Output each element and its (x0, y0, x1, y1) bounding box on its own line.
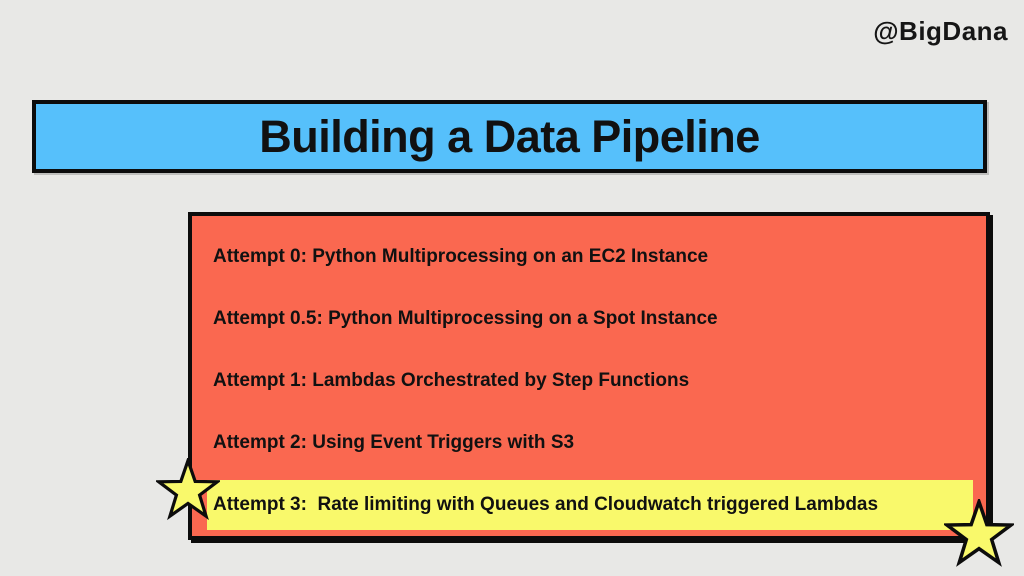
title-banner: Building a Data Pipeline (32, 100, 987, 173)
attempt-item: Attempt 0.5: Python Multiprocessing on a… (192, 288, 986, 350)
slide-title: Building a Data Pipeline (259, 110, 760, 162)
attempt-item-highlighted: Attempt 3: Rate limiting with Queues and… (192, 474, 986, 536)
attempt-label: Attempt 1: Lambdas Orchestrated by Step … (213, 370, 690, 391)
author-handle: @BigDana (873, 16, 1008, 46)
attempt-label: Attempt 3: Rate limiting with Queues and… (213, 494, 879, 515)
attempt-label: Attempt 2: Using Event Triggers with S3 (213, 432, 575, 453)
highlight-band: Attempt 3: Rate limiting with Queues and… (207, 480, 973, 530)
attempt-label: Attempt 0: Python Multiprocessing on an … (213, 246, 709, 267)
attempt-item: Attempt 2: Using Event Triggers with S3 (192, 412, 986, 474)
attempt-item: Attempt 0: Python Multiprocessing on an … (192, 226, 986, 288)
star-icon (944, 499, 1014, 569)
attempt-label: Attempt 0.5: Python Multiprocessing on a… (213, 308, 718, 329)
star-icon (156, 458, 220, 522)
attempts-panel: Attempt 0: Python Multiprocessing on an … (188, 212, 990, 540)
attempt-item: Attempt 1: Lambdas Orchestrated by Step … (192, 350, 986, 412)
